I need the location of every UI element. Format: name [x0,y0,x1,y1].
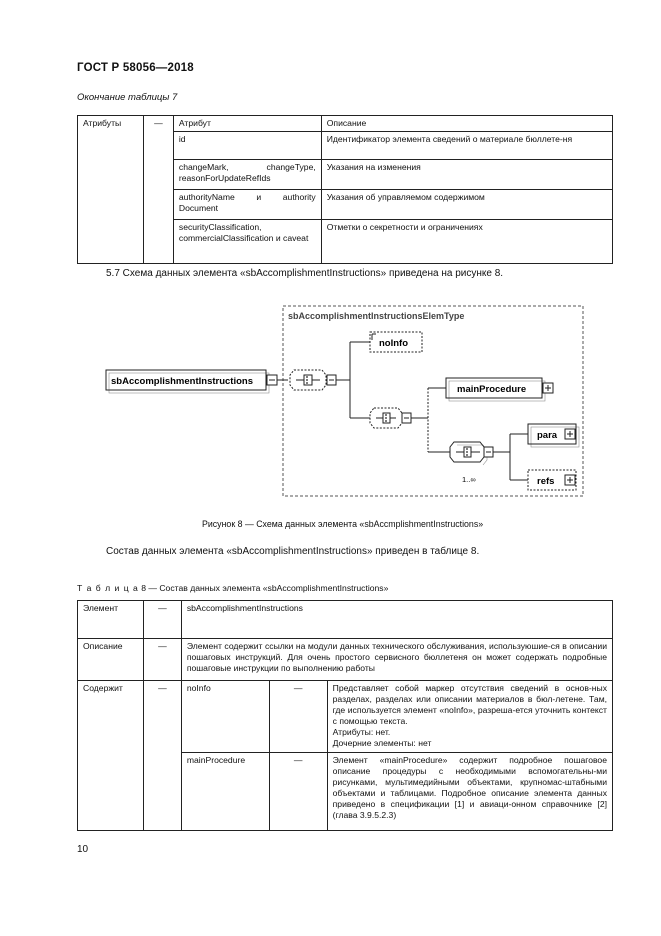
noinfo-element-label: noInfo [379,338,408,349]
column-header-description: Описание [320,115,614,132]
refs-element-box [527,469,577,491]
noinfo-children-note: Дочерние элементы: нет [332,738,432,748]
element-label: Элемент [77,600,144,639]
attribute-name: authorityName и authority Document [172,189,322,220]
schema-diagram: sbAccomplishmentInstructionsElemType sbA… [105,305,584,497]
child-element-dash: — [268,752,328,831]
description-dash: — [142,638,182,681]
contains-label: Содержит [77,680,144,831]
noinfo-description-text: Представляет собой маркер отсутствия све… [332,683,607,726]
element-value: sbAccomplishmentInstructions [180,600,614,639]
section-5-7-text: 5.7 Схема данных элемента «sbAccomplishm… [106,268,504,279]
child-element-description: Представляет собой маркер отсутствия све… [326,680,614,753]
attribute-description: Указания об управляемом содержимом [320,189,614,220]
attributes-dash: — [142,115,174,264]
table-8-reference-text: Состав данных элемента «sbAccomplishment… [106,546,480,557]
composition-table: Элемент — sbAccomplishmentInstructions О… [77,600,614,831]
attribute-description: Идентификатор элемента сведений о матери… [320,131,614,160]
child-element-dash: — [268,680,328,753]
page-number: 10 [77,844,89,855]
attribute-name: securityClassification, commercialClassi… [172,219,322,264]
root-element-label: sbAccomplishmentInstructions [111,376,253,387]
noinfo-element-box [369,331,423,353]
child-element-description: Элемент «mainProcedure» содержит подробн… [326,752,614,831]
description-label: Описание [77,638,144,681]
child-element-name: noInfo [180,680,270,753]
mainprocedure-element-box [445,377,543,399]
figure-caption: Рисунок 8 — Схема данных элемента «sbAcc… [202,519,484,529]
root-element-box [105,369,267,391]
mainprocedure-element-label: mainProcedure [457,384,526,395]
table-caption-label: Т а б л и ц а [77,583,139,593]
contains-dash: — [142,680,182,831]
table-continuation-caption: Окончание таблицы 7 [77,92,178,103]
complex-type-frame [282,305,584,497]
table-caption-title: 8 — Состав данных элемента «sbAccomplish… [141,583,389,593]
column-header-attribute: Атрибут [172,115,322,132]
para-element-box [527,423,577,445]
attributes-table: Атрибуты — Атрибут Описание id Идентифик… [77,115,614,264]
attribute-name: id [172,131,322,160]
element-dash: — [142,600,182,639]
noinfo-attributes-note: Атрибуты: нет. [332,727,391,737]
attribute-description: Указания на изменения [320,159,614,190]
child-element-name: mainProcedure [180,752,270,831]
document-standard-header: ГОСТ Р 58056—2018 [77,62,194,74]
para-element-label: para [537,430,558,441]
occurrence-label: 1..∞ [462,475,476,484]
attributes-row-label: Атрибуты [77,115,144,264]
complex-type-label: sbAccomplishmentInstructionsElemType [288,311,464,321]
description-value: Элемент содержит ссылки на модули данных… [180,638,614,681]
attribute-description: Отметки о секретности и ограничениях [320,219,614,264]
table-8-caption: Т а б л и ц а 8 — Состав данных элемента… [77,583,388,593]
refs-element-label: refs [537,476,554,487]
attribute-name: changeMark, changeType, reasonForUpdateR… [172,159,322,190]
